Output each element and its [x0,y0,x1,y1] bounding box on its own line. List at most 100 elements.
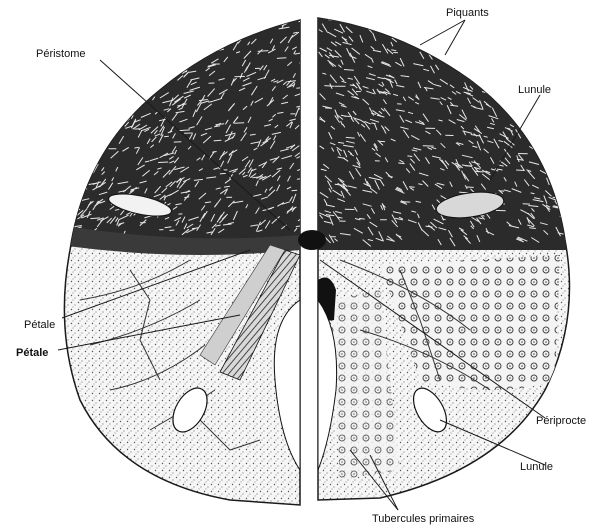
spine-stroke [57,136,65,139]
spine-stroke [555,123,560,125]
spine-stroke [70,41,73,46]
spine-stroke [561,38,564,43]
spine-stroke [206,31,210,34]
spine-stroke [512,103,519,108]
spine-stroke [272,23,277,25]
spine-stroke [71,78,79,80]
spine-stroke [517,76,521,81]
spine-stroke [129,26,134,28]
spine-stroke [71,84,76,91]
spine-stroke [66,88,70,93]
spine-stroke [67,148,74,149]
spine-stroke [229,24,233,33]
spine-stroke [53,207,57,210]
spine-stroke [563,196,569,203]
spine-stroke [475,53,482,57]
spine-stroke [566,185,568,191]
spine-stroke [81,119,87,122]
spine-stroke [497,71,503,75]
spine-stroke [179,130,190,131]
spine-stroke [513,88,517,91]
spine-stroke [52,76,57,85]
spine-stroke [450,60,454,66]
left-half-test [40,7,310,505]
spine-stroke [87,139,94,143]
spine-stroke [568,155,572,162]
spine-stroke [155,64,160,68]
spine-stroke [560,209,566,215]
spine-stroke [571,63,575,69]
spine-stroke [146,76,155,78]
spine-stroke [92,14,103,16]
spine-stroke [68,183,74,192]
spine-stroke [532,60,543,62]
spine-stroke [178,64,180,69]
spine-stroke [478,32,485,34]
spine-stroke [73,177,78,179]
spine-stroke [241,30,244,35]
spine-stroke [541,101,544,106]
spine-stroke [84,70,89,72]
spine-stroke [198,38,203,44]
spine-stroke [522,29,531,34]
spine-stroke [171,65,177,70]
spine-stroke [187,32,193,35]
spine-stroke [430,22,436,25]
spine-stroke [216,12,221,16]
spine-stroke [562,20,570,24]
spine-stroke [59,131,63,133]
spine-stroke [532,36,542,38]
spine-stroke [272,16,277,22]
spine-stroke [60,23,71,24]
spine-stroke [197,18,205,23]
spine-stroke [566,210,569,213]
spine-stroke [127,17,131,25]
spine-stroke [241,16,247,21]
spine-stroke [151,53,153,56]
spine-stroke [436,51,443,56]
spine-stroke [79,108,85,112]
spine-stroke [507,73,513,74]
spine-stroke [59,217,66,219]
spine-stroke [437,45,447,50]
spine-stroke [107,137,111,139]
spine-stroke [57,215,65,216]
spine-stroke [572,227,581,233]
spine-stroke [71,170,77,172]
spine-stroke [568,106,579,109]
spine-stroke [564,31,571,36]
spine-stroke [566,74,571,82]
spine-stroke [97,74,100,82]
spine-stroke [74,61,79,62]
spine-stroke [91,22,99,28]
spine-stroke [501,74,507,82]
spine-stroke [52,131,59,138]
spine-stroke [409,15,414,19]
spine-stroke [500,56,504,63]
spine-stroke [248,22,252,26]
spine-stroke [522,25,532,29]
spine-stroke [559,131,566,139]
spine-stroke [50,82,56,84]
spine-stroke [492,33,494,37]
spine-stroke [108,81,110,85]
spine-stroke [125,99,134,100]
spine-stroke [195,40,199,44]
spine-stroke [519,42,525,47]
spine-stroke [72,40,78,42]
spine-stroke [501,72,509,76]
spine-stroke [380,24,383,28]
spine-stroke [529,228,536,229]
spine-stroke [417,31,424,32]
spine-stroke [158,162,168,163]
spine-stroke [85,77,93,81]
spine-stroke [520,58,523,62]
spine-stroke [296,88,303,89]
spine-stroke [138,83,143,92]
spine-stroke [92,20,94,24]
spine-stroke [433,47,443,49]
spine-stroke [512,99,522,101]
spine-stroke [98,139,105,141]
spine-stroke [88,18,94,22]
